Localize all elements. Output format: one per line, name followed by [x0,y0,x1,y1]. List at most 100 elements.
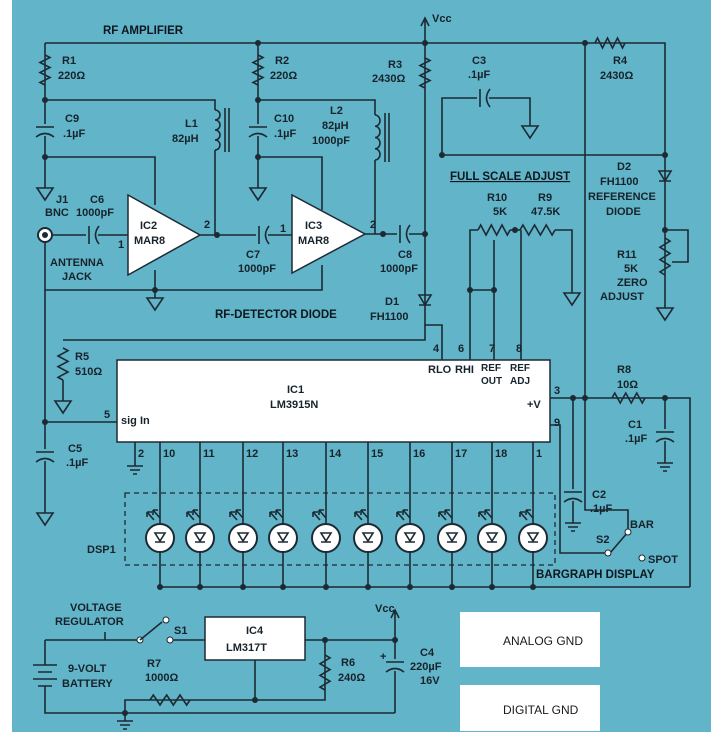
c2-capacitor-curve [563,497,583,503]
r4-ref: R4 [613,55,628,67]
junction-dot [662,227,668,233]
ic1-bottom-pin-label: 1 [536,448,542,460]
title: RF AMPLIFIER [103,25,184,37]
r11-zero: ZERO [617,277,648,289]
l2-inductor [374,114,381,161]
l2-value: 82µH [322,120,349,132]
junction-dot [570,395,576,401]
ic1-bottom-pin-label: 10 [163,448,175,460]
ic4-part: LM317T [226,642,267,654]
junction-dot [240,584,246,590]
c4-value: 220µF [410,661,442,673]
s1-contact-2 [166,636,174,644]
c7-capacitor-curve [264,225,270,245]
r3-resistor [418,57,432,89]
junction-dot [380,231,386,237]
led-diode-glyph [193,532,207,543]
spot-label: SPOT [648,554,678,566]
ic3-pin-out: 2 [370,219,376,231]
junction-dot [530,584,536,590]
wire [258,99,376,115]
analog-ground-icon [562,285,582,307]
d1-diode [417,294,433,307]
wire [469,229,478,360]
battery-icon [33,664,57,687]
r1-value: 220Ω [58,70,85,82]
ic4-ref: IC4 [246,625,264,637]
junction-dot [42,97,48,103]
c5-value: .1µF [66,457,89,469]
l1-value: 82µH [172,133,199,145]
junction-dot [422,231,428,237]
c9-ref: C9 [65,113,79,125]
wire [665,229,689,263]
led-light-arrows-icon [186,509,201,521]
junction-dot [42,154,48,160]
ic1-bottom-pin-label: 11 [203,448,215,460]
wire [550,424,608,554]
led-light-arrows-icon [312,509,327,521]
c3-capacitor-curve [485,88,491,108]
c2-ref: C2 [592,489,606,501]
led-icon [477,523,507,553]
led-light-arrows-icon [229,509,244,521]
full-scale-label: FULL SCALE ADJUST [450,171,570,183]
bnc-jack-center [42,232,48,238]
vcc-label-2: Vcc [375,603,395,615]
junction-dot [214,232,220,238]
r8-ref: R8 [617,364,631,376]
r11-adjust: ADJUST [600,291,644,303]
dsp1-outline [124,492,556,566]
digital-ground-icon [127,458,143,475]
r5-resistor [56,347,70,381]
ic1-pin-6: 6 [458,343,464,355]
led-icon [145,523,175,553]
bar-label: BAR [630,519,654,531]
r11-potentiometer [658,237,672,276]
s1-contact-3 [162,616,170,624]
c8-value: 1000pF [380,263,418,275]
junction-dot [157,584,163,590]
junction-dot [582,40,588,46]
ic1-pin-9: 9 [554,417,560,429]
r6-resistor [318,654,332,691]
c4-capacitor-curve [385,667,405,673]
analog-ground-icon [145,290,165,312]
r11-ref: R11 [617,249,637,261]
c6-value: 1000pF [76,207,114,219]
led-light-arrows-icon [519,509,534,521]
j1-type: BNC [45,207,69,219]
ic1-pin-rlo: RLO [428,364,452,376]
junction-dot [280,584,286,590]
ic3-amplifier [291,193,367,275]
ic1-pin-7: 7 [489,343,495,355]
r7-value: 1000Ω [145,672,178,684]
wire [555,229,573,285]
ic2-part: MAR8 [134,235,165,247]
c10-value: .1µF [274,128,297,140]
junction-dot [662,395,668,401]
c6-capacitor-curve [94,225,100,245]
digital-ground-icon [117,713,133,730]
l2-inductor-core [384,113,390,162]
j1-antenna: ANTENNA [50,257,104,269]
l1-inductor-core [224,108,230,152]
ic1-bottom-pin-label: 13 [286,448,298,460]
c5-capacitor-curve [35,457,55,463]
c10-ref: C10 [274,113,294,125]
wire [424,43,443,360]
wire [124,640,326,713]
wire [45,99,216,110]
ic1-pin-8: 8 [516,343,522,355]
junction-dot [582,395,588,401]
r6-value: 240Ω [338,672,365,684]
ic1-bottom-pin-label: 18 [495,448,507,460]
analog-ground-icon [248,180,268,202]
r1-resistor [38,54,52,86]
ic3-part: MAR8 [298,235,329,247]
r2-ref: R2 [275,55,289,67]
led-diode-glyph [153,532,167,543]
junction-dot [467,287,473,293]
